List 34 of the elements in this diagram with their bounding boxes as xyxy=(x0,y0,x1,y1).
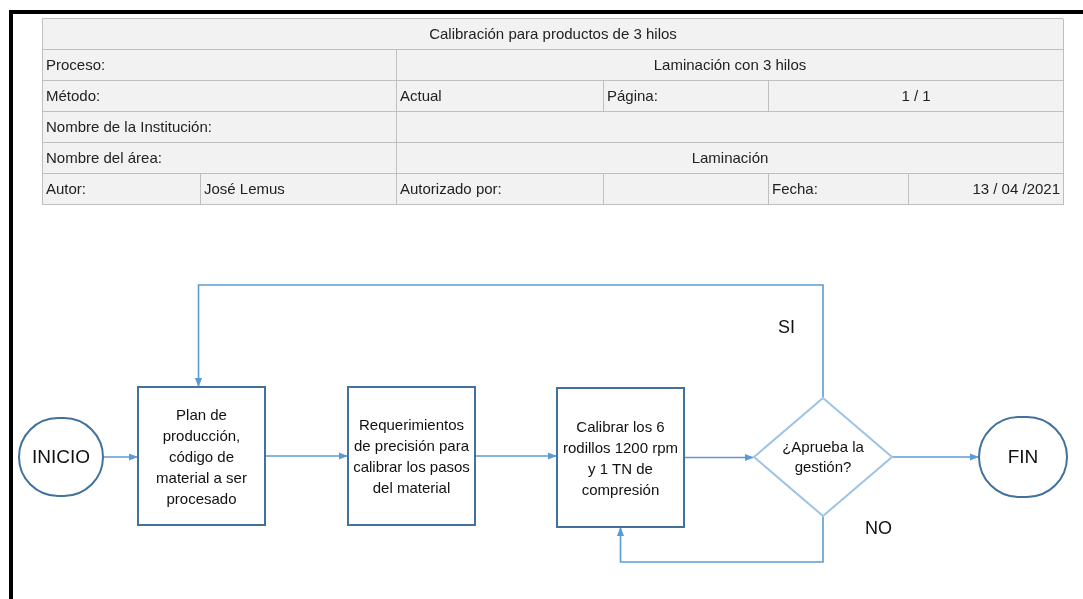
node-text: INICIO xyxy=(31,444,91,469)
arrow xyxy=(103,453,138,461)
table-cell: Nombre del área: xyxy=(43,143,397,174)
arrow xyxy=(892,453,979,461)
process-box xyxy=(347,386,476,526)
edge-label: SI xyxy=(778,318,795,336)
table-cell: Método: xyxy=(43,81,397,112)
arrow xyxy=(265,452,348,460)
table-cell: José Lemus xyxy=(201,174,397,205)
node-text: Requerimientos de precisión para calibrar los pasos del material xyxy=(353,415,470,498)
table-cell: Autor: xyxy=(43,174,201,205)
decision-diamond xyxy=(753,397,893,517)
edge-label: NO xyxy=(865,519,892,537)
process-box xyxy=(137,386,266,526)
arrow xyxy=(616,516,824,563)
table-cell: Proceso: xyxy=(43,50,397,81)
node-text: Plan de producción, código de material a ser procesado xyxy=(155,404,248,509)
table-cell: 1 / 1 xyxy=(769,81,1064,112)
node-text: Calibrar los 6 rodillos 1200 rpm y 1 TN de compresión xyxy=(562,416,679,500)
node-text: FIN xyxy=(1007,444,1039,469)
table-cell: 13 / 04 /2021 xyxy=(909,174,1064,205)
arrow xyxy=(475,452,557,460)
table-cell: Nombre de la Institución: xyxy=(43,112,397,143)
arrow xyxy=(684,453,754,462)
table-cell: Laminación xyxy=(397,143,1064,174)
table-title: Calibración para productos de 3 hilos xyxy=(43,19,1064,50)
table-cell: Autorizado por: xyxy=(397,174,604,205)
process-box xyxy=(556,387,685,528)
table-cell: Laminación con 3 hilos xyxy=(397,50,1064,81)
table-cell: Fecha: xyxy=(769,174,909,205)
table-cell: Página: xyxy=(604,81,769,112)
table-cell: Actual xyxy=(397,81,604,112)
arrow xyxy=(194,284,824,398)
node-text: ¿Aprueba la gestión? xyxy=(781,437,865,477)
